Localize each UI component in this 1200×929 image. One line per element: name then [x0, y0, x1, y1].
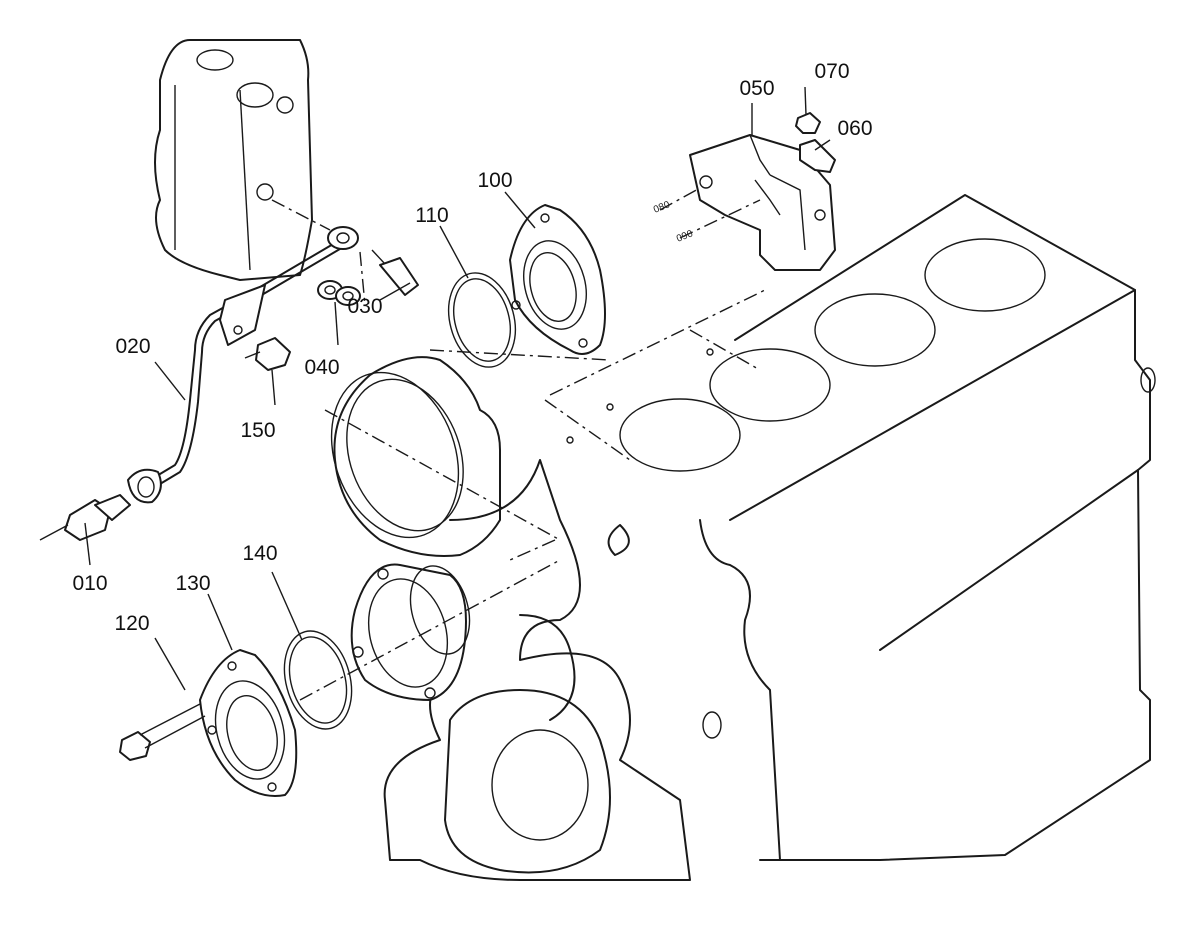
oil-pipe	[127, 226, 359, 504]
upper-o-ring	[447, 272, 517, 368]
bracket-bolt	[799, 139, 836, 173]
label-030: 030	[347, 295, 382, 318]
reference-mark-090: 090	[675, 228, 695, 245]
label-130: 130	[175, 572, 210, 595]
oil-pressure-switch	[39, 494, 131, 541]
label-060: 060	[837, 117, 872, 140]
label-040: 040	[304, 356, 339, 379]
part-labels: 010 020 030 040 050 060 070 100 110 120 …	[72, 60, 872, 635]
injection-pump-housing	[154, 39, 331, 281]
label-120: 120	[114, 612, 149, 635]
leader-lines	[84, 86, 831, 691]
engine-block	[299, 194, 1156, 881]
label-110: 110	[415, 204, 448, 227]
upper-cover-plate	[509, 204, 606, 355]
lower-cover-plate	[199, 649, 298, 797]
label-150: 150	[240, 419, 275, 442]
reference-mark-080: 080	[652, 199, 672, 216]
lower-o-ring	[283, 630, 353, 730]
mounting-bracket	[659, 134, 836, 271]
cover-bolt	[119, 703, 206, 761]
label-140: 140	[242, 542, 277, 565]
label-010: 010	[72, 572, 107, 595]
union-bolt	[244, 337, 291, 371]
washers	[317, 280, 361, 306]
banjo-bolt	[359, 249, 419, 306]
label-020: 020	[115, 335, 150, 358]
label-100: 100	[477, 169, 512, 192]
bracket-nut	[795, 112, 821, 134]
label-070: 070	[814, 60, 849, 83]
label-050: 050	[739, 77, 774, 100]
